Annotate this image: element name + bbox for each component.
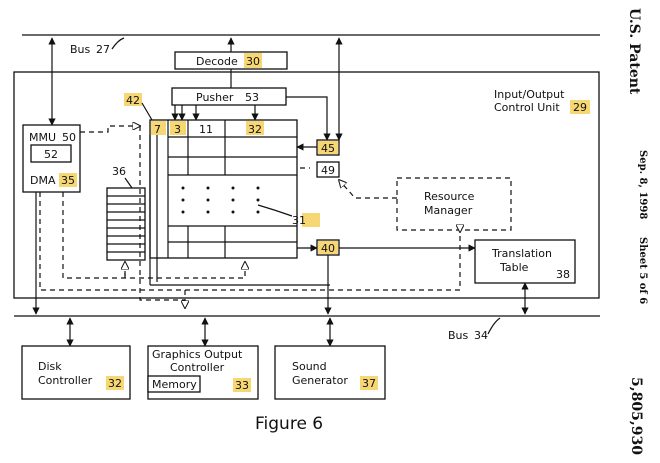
box-49	[316, 161, 340, 178]
pusher-to-45-arrow	[286, 96, 331, 141]
sound-ref-highlight	[360, 376, 378, 390]
mmu-label: MMU	[29, 131, 56, 144]
ref-42-highlight	[124, 93, 142, 106]
sound-ref: 37	[362, 377, 376, 390]
table-ref-7: 7	[154, 123, 161, 136]
dma-resource-dashed	[39, 192, 461, 291]
sound-generator-box	[274, 345, 386, 400]
main-table	[149, 119, 298, 259]
table-dashed-down	[139, 126, 185, 301]
resource-manager-box	[396, 177, 512, 231]
box-40-ref: 40	[321, 242, 335, 255]
dma-to-table-dashed	[80, 126, 140, 133]
ref-7-highlight	[151, 121, 166, 135]
resource-manager-49-arrow	[339, 180, 397, 199]
table-ref-32: 32	[248, 123, 262, 136]
disk-controller-box	[21, 345, 131, 400]
patent-number: 5,805,930	[628, 377, 644, 455]
dma-label: DMA	[30, 174, 56, 187]
graphics-line1: Graphics Output	[152, 348, 243, 361]
patent-date: Sep. 8, 1998	[637, 150, 648, 219]
sound-line1: Sound	[292, 360, 327, 373]
box-45-ref: 45	[321, 142, 335, 155]
disk-ref: 32	[108, 377, 122, 390]
box-40-highlight	[318, 241, 338, 254]
box-45-highlight	[318, 141, 338, 154]
bus-34-leader	[487, 317, 501, 335]
io-unit-line1: Input/Output	[494, 88, 565, 101]
io-unit-line2: Control Unit	[494, 101, 560, 114]
bus-34-label: Bus	[448, 329, 469, 342]
disk-ref-highlight	[106, 376, 124, 390]
graphics-ref-highlight	[233, 378, 251, 392]
resource-manager-line2: Manager	[424, 204, 473, 217]
ref-42: 42	[126, 94, 140, 107]
bus-27-label: Bus	[70, 43, 91, 56]
mmu-inner-box	[30, 144, 72, 163]
queue-stack-rows	[107, 195, 145, 253]
bus-34-ref: 34	[474, 329, 488, 342]
decode-label: Decode	[196, 55, 238, 68]
table-ref-3: 3	[174, 123, 181, 136]
graphics-memory-box	[147, 375, 201, 393]
bus-27-leader	[111, 37, 125, 50]
ref-36: 36	[112, 165, 126, 178]
pusher-label: Pusher	[196, 91, 234, 104]
ref-3-highlight	[170, 121, 186, 135]
io-unit-ref: 29	[573, 101, 587, 114]
decode-ref-highlight	[244, 53, 262, 68]
translation-table-ref: 38	[556, 268, 570, 281]
pusher-ref: 53	[245, 91, 259, 104]
box-49-ref: 49	[321, 164, 335, 177]
graphics-memory-label: Memory	[152, 378, 197, 391]
translation-table-line2: Table	[499, 261, 529, 274]
patent-sheet: Sheet 5 of 6	[637, 237, 648, 304]
ref-32-highlight	[246, 121, 264, 135]
figure-caption: Figure 6	[255, 414, 323, 434]
disk-line2: Controller	[38, 374, 93, 387]
graphics-ref: 33	[235, 379, 249, 392]
ref-36-leader	[124, 177, 133, 189]
decode-ref: 30	[246, 55, 260, 68]
mmu-inner-ref: 52	[44, 148, 58, 161]
graphics-line2: Controller	[170, 361, 225, 374]
dma-ref-highlight	[59, 173, 77, 187]
bus-27-ref: 27	[96, 43, 110, 56]
mmu-ref: 50	[62, 131, 76, 144]
queue-stack-36	[106, 187, 146, 261]
patent-title: U.S. Patent	[626, 8, 642, 95]
table-ellipsis-dots	[181, 186, 260, 214]
ref-31-highlight	[302, 213, 320, 227]
ref-31-leader	[257, 204, 293, 217]
translation-table-line1: Translation	[491, 247, 552, 260]
io-unit-ref-highlight	[570, 100, 590, 114]
ref-31: 31	[292, 214, 306, 227]
translation-table-box	[474, 239, 576, 284]
io-control-unit-box	[13, 71, 600, 299]
dma-ref: 35	[61, 174, 75, 187]
resource-manager-line1: Resource	[424, 190, 475, 203]
sound-line2: Generator	[292, 374, 348, 387]
disk-line1: Disk	[38, 360, 62, 373]
table-ref-11: 11	[199, 123, 213, 136]
ref-42-leader	[141, 102, 153, 121]
